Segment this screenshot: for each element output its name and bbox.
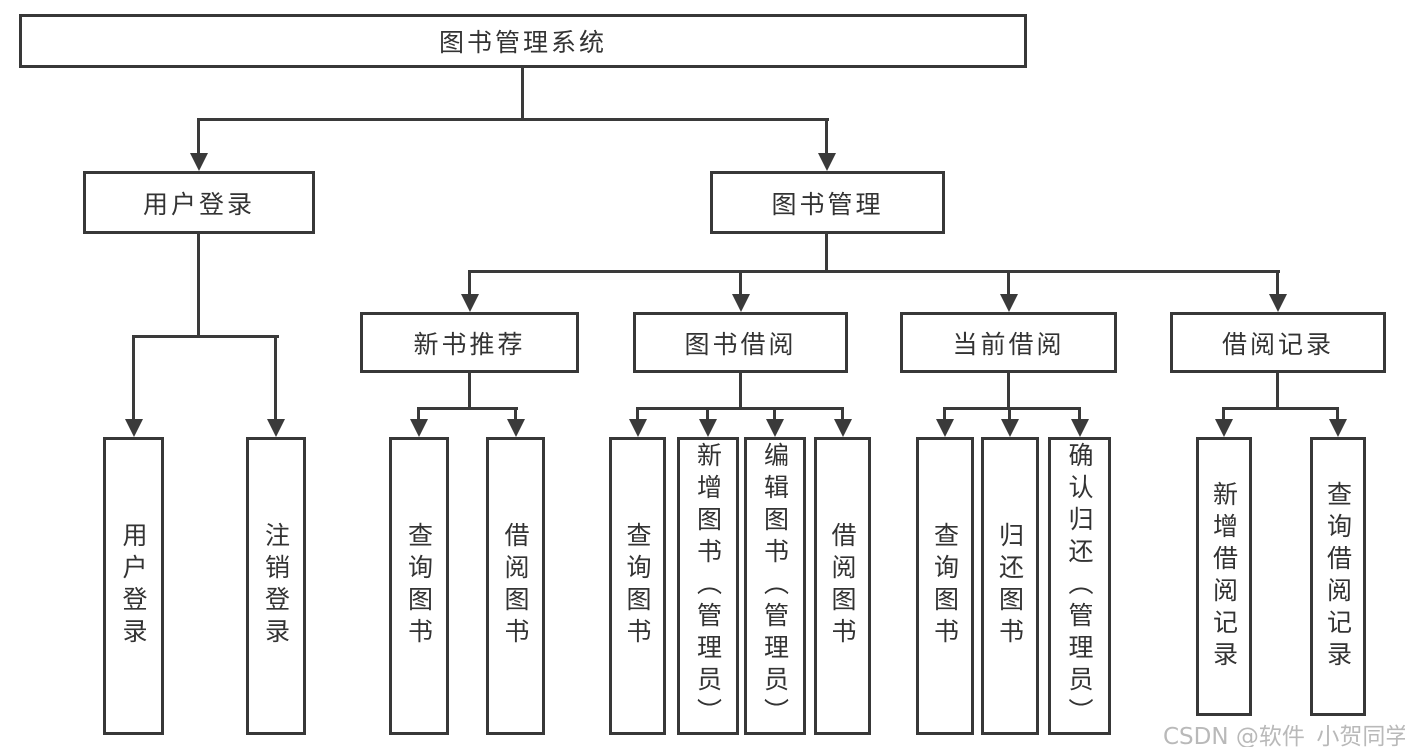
connector-new-book-rec-rail <box>417 407 518 410</box>
connector-to-cb-return <box>1008 407 1011 419</box>
arrowhead-bb-query <box>629 419 647 437</box>
node-bb-borrow-label: 借阅图书 <box>828 522 857 650</box>
connector-to-book-borrow <box>739 270 742 294</box>
connector-book-borrow-stem <box>739 371 742 410</box>
connector-current-borrow-stem <box>1007 371 1010 410</box>
connector-book-mgmt-stem <box>825 232 828 273</box>
node-nb-query: 查询图书 <box>389 437 449 735</box>
node-bb-edit-label: 编辑图书（管理员） <box>760 442 790 730</box>
node-cb-query: 查询图书 <box>916 437 974 735</box>
connector-level3-rail <box>468 270 1280 273</box>
connector-user-login-stem <box>197 232 200 338</box>
connector-to-br-add <box>1222 407 1225 419</box>
node-br-query-label: 查询借阅记录 <box>1323 480 1353 673</box>
arrowhead-nb-query <box>410 419 428 437</box>
connector-to-bb-edit <box>773 407 776 419</box>
connector-user-login-rail <box>132 335 279 338</box>
node-book-mgmt: 图书管理 <box>710 171 945 234</box>
connector-to-borrow-records <box>1276 270 1279 294</box>
node-bb-add: 新增图书（管理员） <box>677 437 739 735</box>
node-cb-query-label: 查询图书 <box>930 522 960 650</box>
arrowhead-book-borrow <box>732 294 750 312</box>
node-bb-query-label: 查询图书 <box>623 522 652 650</box>
node-nb-borrow-label: 借阅图书 <box>501 522 530 650</box>
node-user-login-label: 用户登录 <box>142 189 255 219</box>
node-book-borrow: 图书借阅 <box>633 312 848 373</box>
node-book-mgmt-label: 图书管理 <box>771 189 884 219</box>
connector-new-book-rec-stem <box>468 371 471 410</box>
node-user-login: 用户登录 <box>83 171 315 234</box>
arrowhead-book-mgmt <box>818 153 836 171</box>
node-cb-confirm-label: 确认归还（管理员） <box>1065 442 1094 730</box>
node-current-borrow: 当前借阅 <box>900 312 1117 373</box>
arrowhead-current-borrow <box>1000 294 1018 312</box>
node-br-add: 新增借阅记录 <box>1196 437 1252 716</box>
node-nb-query-label: 查询图书 <box>404 522 434 650</box>
node-new-book-rec-label: 新书推荐 <box>413 329 526 359</box>
node-borrow-records-label: 借阅记录 <box>1221 329 1334 359</box>
connector-book-borrow-rail <box>636 407 844 410</box>
arrowhead-cb-query <box>936 419 954 437</box>
connector-to-nb-borrow <box>514 407 517 419</box>
arrowhead-user-login <box>190 153 208 171</box>
connector-to-ul-login <box>132 335 135 419</box>
node-ul-logout-label: 注销登录 <box>261 522 291 650</box>
connector-to-nb-query <box>417 407 420 419</box>
node-bb-add-label: 新增图书（管理员） <box>693 442 723 730</box>
connector-to-br-query <box>1336 407 1339 419</box>
arrowhead-borrow-records <box>1269 294 1287 312</box>
arrowhead-bb-borrow <box>834 419 852 437</box>
arrowhead-nb-borrow <box>507 419 525 437</box>
arrowhead-cb-confirm <box>1071 419 1089 437</box>
node-cb-return-label: 归还图书 <box>995 522 1025 650</box>
connector-to-user-login <box>197 118 200 153</box>
connector-to-cb-confirm <box>1078 407 1081 419</box>
connector-borrow-records-stem <box>1276 371 1279 410</box>
node-ul-login: 用户登录 <box>103 437 164 735</box>
node-nb-borrow: 借阅图书 <box>486 437 545 735</box>
arrowhead-br-add <box>1215 419 1233 437</box>
node-borrow-records: 借阅记录 <box>1170 312 1386 373</box>
connector-to-bb-borrow <box>841 407 844 419</box>
arrowhead-bb-add <box>699 419 717 437</box>
node-ul-logout: 注销登录 <box>246 437 306 735</box>
node-new-book-rec: 新书推荐 <box>360 312 579 373</box>
node-book-borrow-label: 图书借阅 <box>684 329 797 359</box>
node-cb-confirm: 确认归还（管理员） <box>1048 437 1111 735</box>
connector-level2-rail <box>197 118 829 121</box>
connector-to-book-mgmt <box>825 118 828 153</box>
arrowhead-br-query <box>1329 419 1347 437</box>
connector-to-cb-query <box>943 407 946 419</box>
arrowhead-ul-logout <box>267 419 285 437</box>
arrowhead-cb-return <box>1001 419 1019 437</box>
connector-to-bb-query <box>636 407 639 419</box>
connector-to-bb-add <box>706 407 709 419</box>
connector-to-new-book-rec <box>468 270 471 294</box>
arrowhead-bb-edit <box>766 419 784 437</box>
connector-to-current-borrow <box>1007 270 1010 294</box>
node-br-query: 查询借阅记录 <box>1310 437 1366 716</box>
arrowhead-ul-login <box>125 419 143 437</box>
node-br-add-label: 新增借阅记录 <box>1209 480 1239 673</box>
node-bb-borrow: 借阅图书 <box>814 437 871 735</box>
node-root-label: 图书管理系统 <box>438 28 607 57</box>
connector-current-borrow-rail <box>943 407 1081 410</box>
node-cb-return: 归还图书 <box>981 437 1039 735</box>
node-bb-query: 查询图书 <box>609 437 666 735</box>
node-bb-edit: 编辑图书（管理员） <box>744 437 806 735</box>
node-root: 图书管理系统 <box>19 14 1027 68</box>
node-current-borrow-label: 当前借阅 <box>952 329 1065 359</box>
csdn-watermark: CSDN @软件_小贺同学 <box>1163 724 1405 747</box>
connector-to-ul-logout <box>274 335 277 419</box>
arrowhead-new-book-rec <box>461 294 479 312</box>
connector-borrow-records-rail <box>1222 407 1339 410</box>
node-ul-login-label: 用户登录 <box>119 522 148 650</box>
connector-root-stem <box>521 67 524 121</box>
